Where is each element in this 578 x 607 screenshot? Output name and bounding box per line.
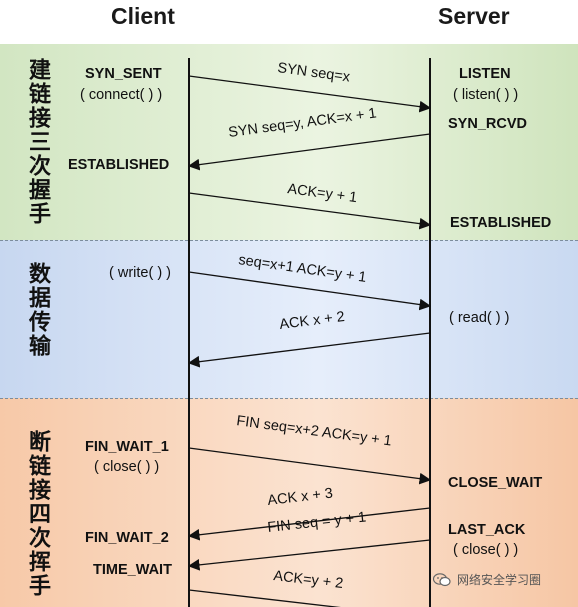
phase-separator [0, 398, 578, 399]
server-state-established: ESTABLISHED [450, 215, 552, 231]
handshake-band [0, 44, 578, 240]
client-state-established: ESTABLISHED [68, 157, 170, 173]
message-label: SYN seq=y, ACK=x + 1 [227, 105, 377, 140]
message-label: ACK=y + 2 [273, 568, 345, 592]
server-timeline [429, 58, 431, 607]
phase-label-teardown: 断链接四次挥手 [25, 430, 50, 598]
server-state-last-ack: LAST_ACK [448, 522, 526, 538]
server-header: Server [438, 3, 510, 29]
message-arrow [188, 192, 432, 230]
message-arrow [188, 75, 432, 113]
phase-label-handshake: 建链接三次握手 [25, 58, 50, 226]
message-label: FIN seq=x+2 ACK=y + 1 [235, 413, 392, 449]
client-state-fin-wait-2: FIN_WAIT_2 [85, 530, 169, 546]
client-state-time-wait: TIME_WAIT [93, 562, 172, 578]
message-arrow [187, 133, 431, 171]
server-state-listen: LISTEN [459, 66, 511, 82]
server-call-listen: ( listen( ) ) [453, 87, 519, 103]
message-label: ACK x + 2 [279, 309, 346, 333]
server-call-read: ( read( ) ) [449, 310, 510, 326]
message-label: ACK=y + 1 [286, 181, 358, 206]
data-transfer-band [0, 240, 578, 398]
client-call-write: ( write( ) ) [109, 265, 172, 281]
message-label: ACK x + 3 [267, 485, 334, 508]
message-arrow [187, 332, 431, 368]
server-state-close-wait: CLOSE_WAIT [448, 475, 543, 491]
phase-label-data-transfer: 数据传输 [25, 262, 50, 358]
message-arrow [187, 539, 431, 571]
watermark-text: 网络安全学习圈 [457, 573, 542, 587]
message-label: seq=x+1 ACK=y + 1 [237, 252, 367, 286]
client-timeline [188, 58, 190, 607]
message-arrow [188, 589, 341, 607]
server-state-syn-rcvd: SYN_RCVD [448, 116, 527, 132]
client-header: Client [111, 3, 175, 29]
message-arrow [188, 447, 432, 485]
client-state-syn-sent: SYN_SENT [85, 66, 162, 82]
client-call-connect: ( connect( ) ) [80, 87, 163, 103]
client-call-close: ( close( ) ) [94, 459, 160, 475]
message-label: SYN seq=x [276, 60, 351, 86]
server-call-close: ( close( ) ) [453, 542, 519, 558]
teardown-band [0, 398, 578, 607]
message-arrow [188, 271, 432, 311]
client-state-fin-wait-1: FIN_WAIT_1 [85, 439, 169, 455]
wechat-icon [433, 572, 451, 586]
watermark: 网络安全学习圈 [433, 571, 541, 588]
message-arrow [187, 507, 431, 541]
message-label: FIN seq = y + 1 [267, 509, 367, 536]
phase-separator [0, 240, 578, 241]
